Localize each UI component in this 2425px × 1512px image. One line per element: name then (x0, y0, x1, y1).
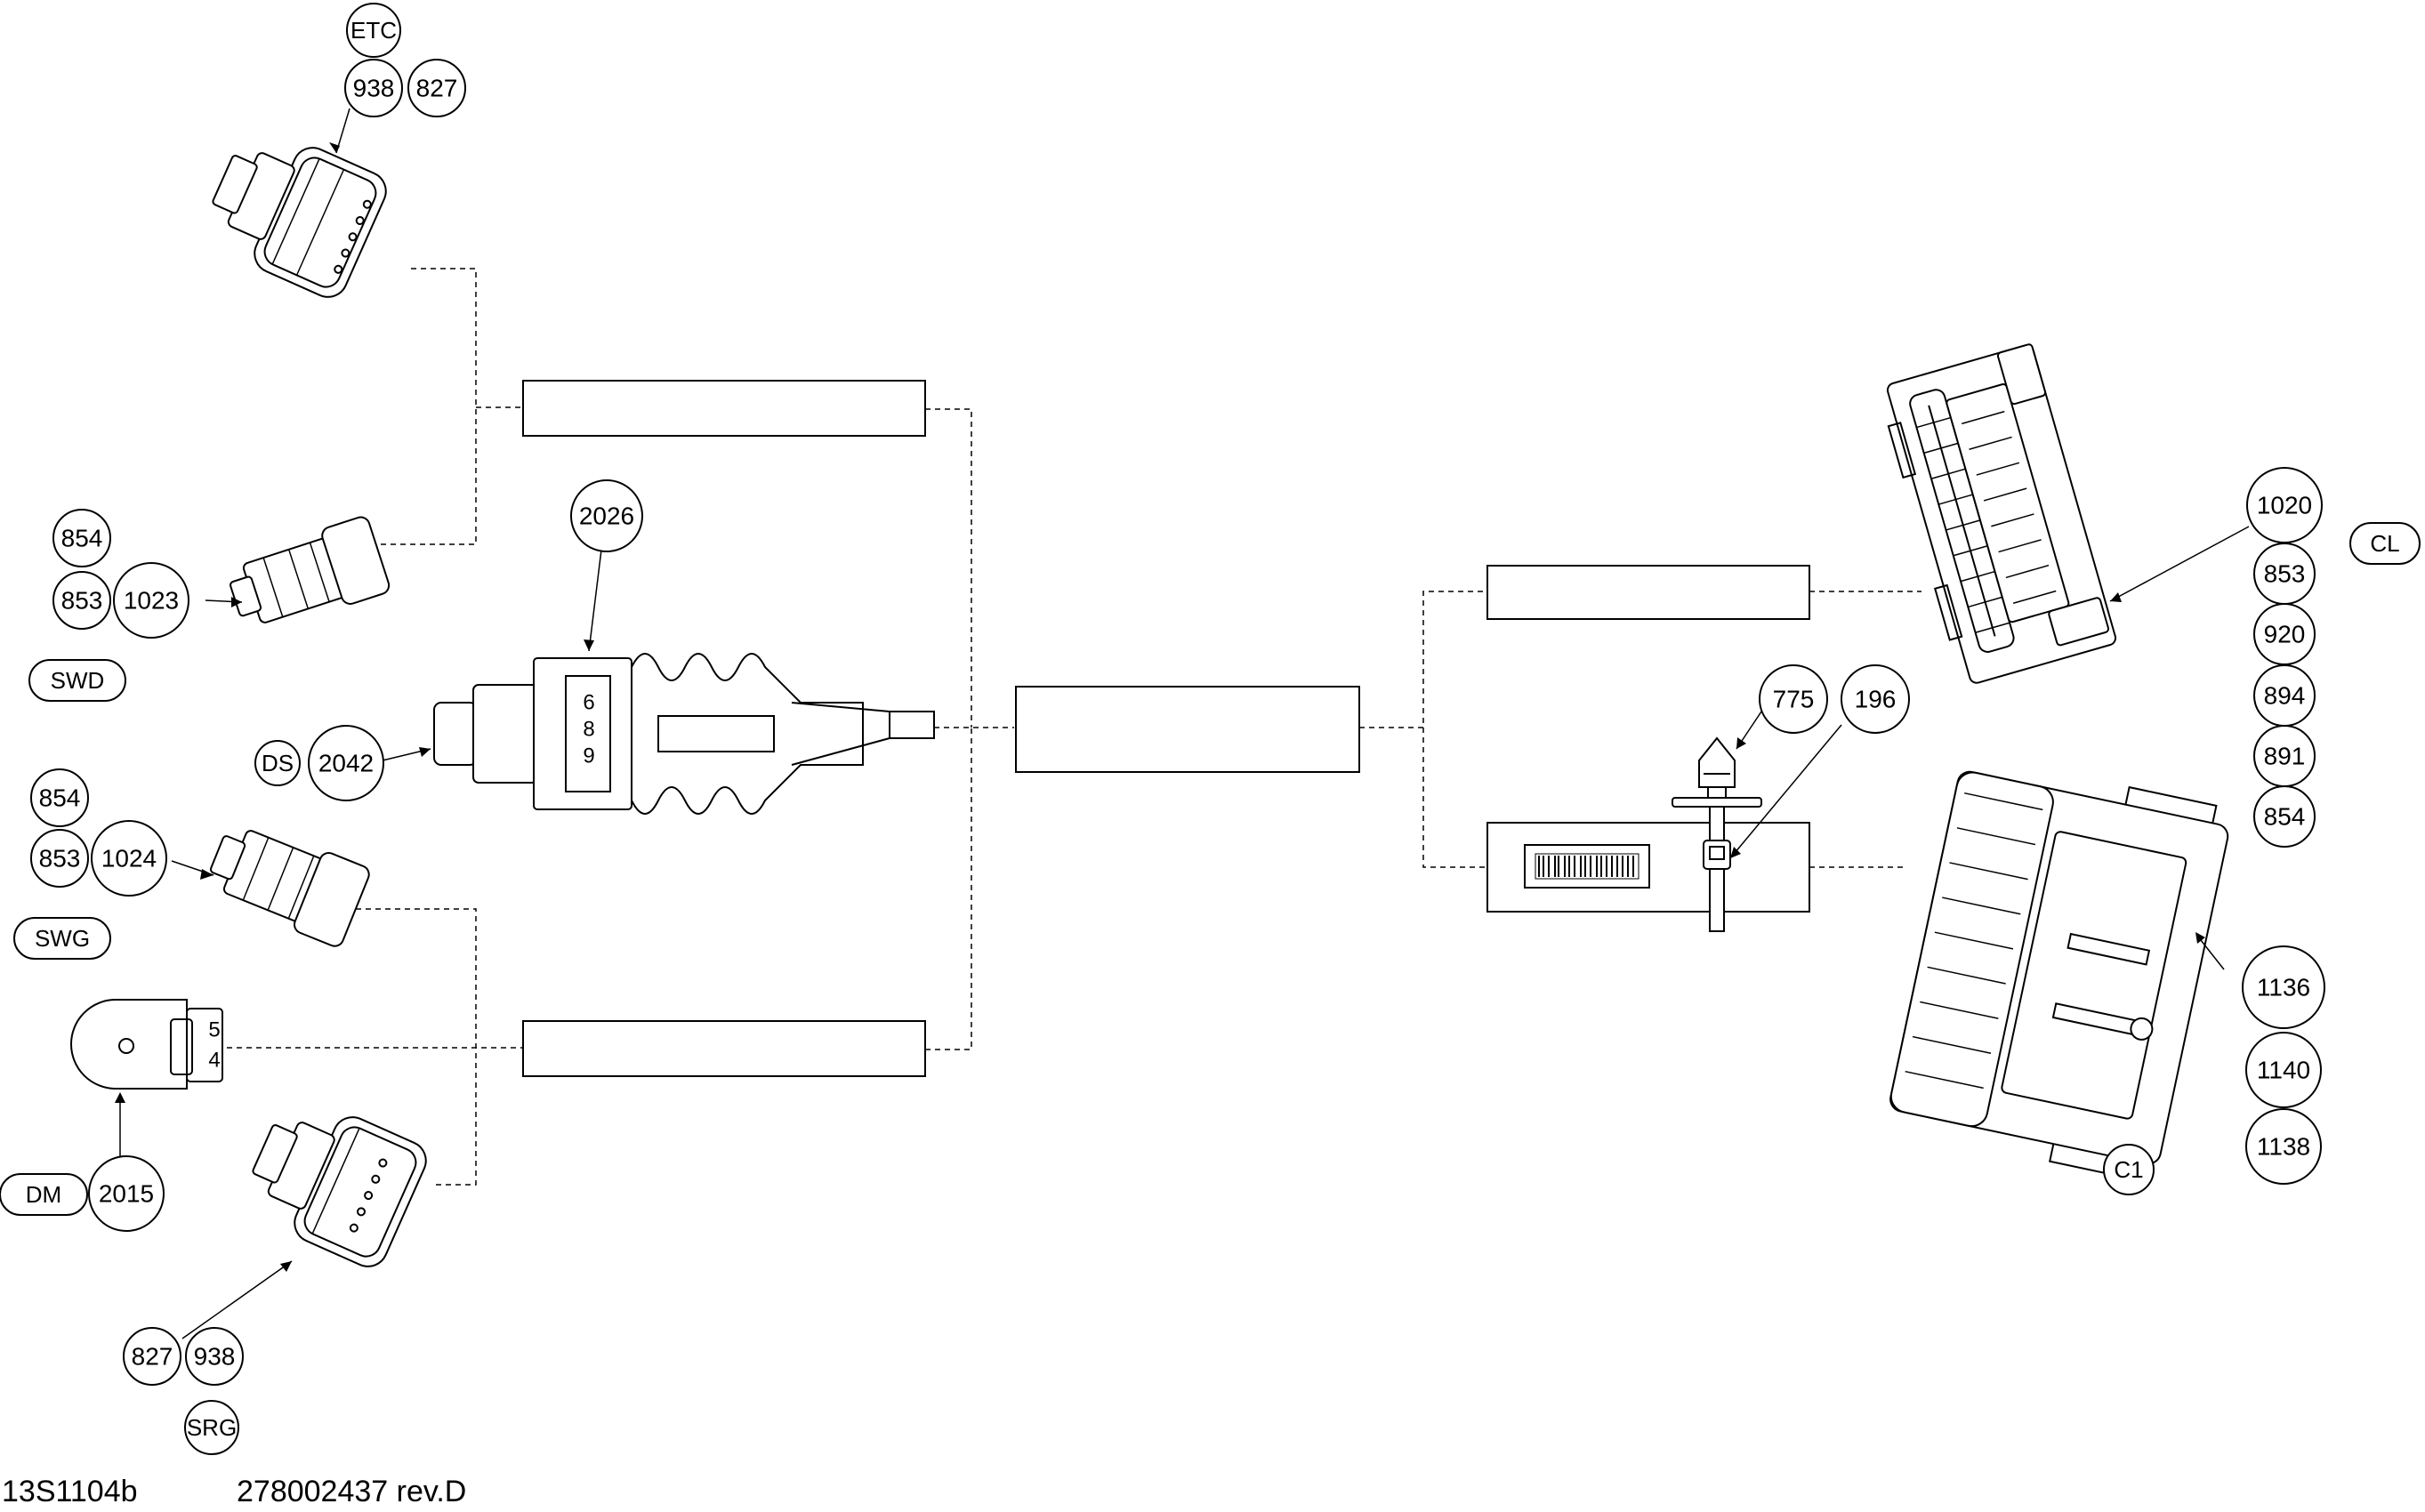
callout-775: 775 (1759, 664, 1828, 734)
callout-854-cl-text: 854 (2264, 803, 2306, 831)
c1-connector-icon (1889, 770, 2229, 1181)
callout-1136-c1: 1136 (2242, 945, 2325, 1029)
sensor-digit-9: 9 (583, 744, 594, 768)
dm-sensor-icon: 5 4 (70, 999, 223, 1090)
callout-1138-c1: 1138 (2245, 1108, 2322, 1185)
callout-854-swg-text: 854 (39, 784, 81, 812)
callout-827-srg: 827 (123, 1327, 181, 1386)
dm-tag-text: DM (26, 1181, 61, 1208)
callout-2042-ds: 2042 (308, 725, 384, 801)
callout-2015-dm: 2015 (88, 1155, 165, 1232)
speed-sensor-icon: 6 8 9 (433, 653, 935, 815)
callout-827-etc-text: 827 (416, 75, 458, 102)
harness-label-box-right-upper (1486, 565, 1810, 620)
callout-891-cl: 891 (2253, 725, 2316, 787)
callout-1020-cl-text: 1020 (2257, 492, 2312, 519)
callout-853-swg: 853 (30, 829, 89, 888)
callout-854-cl: 854 (2253, 785, 2316, 848)
callout-1136-c1-text: 1136 (2257, 974, 2310, 1001)
c1-tag: C1 (2103, 1144, 2155, 1195)
callout-853-swg-text: 853 (39, 845, 81, 873)
dm-pin-4: 4 (208, 1049, 220, 1073)
harness-label-box-upper (522, 380, 926, 437)
cl-tag-text: CL (2370, 530, 2399, 557)
etc-tag: ETC (346, 3, 401, 58)
dm-pin-5: 5 (208, 1018, 220, 1042)
callout-2015-dm-text: 2015 (99, 1180, 154, 1208)
harness-routing (227, 268, 1921, 1186)
harness-clip-icon (1672, 736, 1762, 932)
callout-827-etc: 827 (407, 59, 466, 117)
callout-854-swd-text: 854 (61, 525, 103, 552)
callout-854-swg: 854 (30, 768, 89, 827)
swd-tag-text: SWD (51, 667, 105, 694)
callout-827-srg-text: 827 (132, 1343, 173, 1371)
callout-1140-c1-text: 1140 (2257, 1057, 2310, 1084)
callout-196-text: 196 (1855, 686, 1897, 713)
callout-938-etc-text: 938 (353, 75, 395, 102)
callout-920-cl-text: 920 (2264, 621, 2306, 648)
swd-connector-icon (230, 516, 391, 623)
callout-775-text: 775 (1773, 686, 1815, 713)
callout-1020-cl: 1020 (2246, 467, 2323, 543)
callout-853-cl-text: 853 (2264, 560, 2306, 588)
callout-853-cl: 853 (2253, 543, 2316, 605)
callout-196: 196 (1841, 664, 1910, 734)
callout-1024-swg: 1024 (91, 820, 167, 897)
harness-label-box-lower (522, 1020, 926, 1077)
part-number: 278002437 rev.D (237, 1475, 466, 1508)
cl-tag: CL (2349, 522, 2421, 565)
dm-tag: DM (0, 1173, 88, 1216)
srg-connector-icon (252, 1116, 427, 1267)
callout-938-etc: 938 (344, 59, 403, 117)
callout-1138-c1-text: 1138 (2257, 1133, 2310, 1161)
drawing-code: 13S1104b (2, 1475, 138, 1508)
harness-label-box-center (1015, 686, 1360, 773)
swg-tag: SWG (13, 917, 111, 960)
swg-tag-text: SWG (35, 925, 90, 952)
callout-1023-swd-text: 1023 (124, 587, 179, 615)
callout-854-swd: 854 (52, 509, 111, 567)
callout-853-swd-text: 853 (61, 587, 103, 615)
callout-938-srg: 938 (185, 1327, 244, 1386)
c1-tag-text: C1 (2114, 1156, 2143, 1183)
ds-tag-text: DS (262, 750, 294, 776)
sensor-digit-8: 8 (583, 718, 594, 742)
etc-connector-icon (212, 147, 387, 298)
callout-2042-ds-text: 2042 (318, 750, 374, 777)
callout-2026: 2026 (570, 479, 643, 552)
srg-tag: SRG (184, 1400, 239, 1455)
srg-tag-text: SRG (187, 1414, 237, 1441)
callout-2026-text: 2026 (579, 503, 634, 530)
callout-920-cl: 920 (2253, 603, 2316, 665)
etc-tag-text: ETC (350, 17, 397, 44)
callout-938-srg-text: 938 (194, 1343, 236, 1371)
callout-1023-swd: 1023 (113, 562, 189, 639)
swg-connector-icon (209, 830, 370, 947)
sensor-digit-6: 6 (583, 691, 594, 715)
barcode-label (1524, 844, 1650, 889)
callout-1024-swg-text: 1024 (101, 845, 157, 873)
callout-891-cl-text: 891 (2264, 743, 2306, 770)
swd-tag: SWD (28, 659, 126, 702)
callout-1140-c1: 1140 (2245, 1032, 2322, 1108)
callout-853-swd: 853 (52, 571, 111, 630)
ds-tag: DS (254, 740, 301, 786)
callout-894-cl-text: 894 (2264, 682, 2306, 710)
cl-connector-icon (1886, 343, 2117, 684)
callout-894-cl: 894 (2253, 664, 2316, 727)
